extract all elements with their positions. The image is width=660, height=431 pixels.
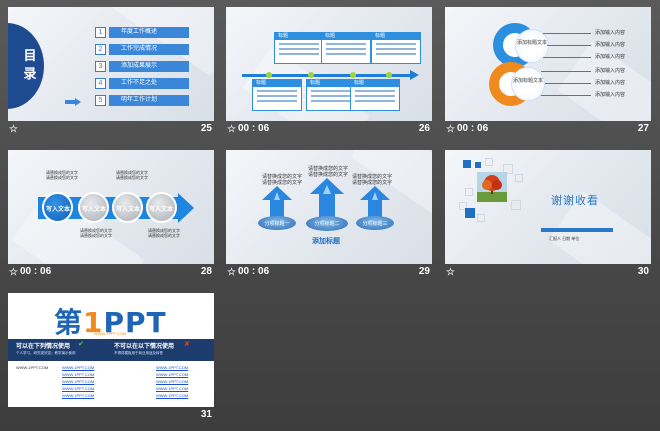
callout-text: 添加输入内容 bbox=[595, 42, 626, 48]
process-label: 写入文本 bbox=[46, 207, 71, 213]
link[interactable]: WWW.1PPT.COM bbox=[156, 372, 189, 377]
link[interactable]: WWW.1PPT.COM bbox=[62, 365, 95, 370]
timeline-card: 标题 bbox=[306, 79, 356, 111]
process-note: 请替换成您的文字请替换成您的文字 bbox=[116, 170, 148, 180]
timeline-line bbox=[242, 74, 412, 77]
slide-preview: 第1PPT WWW.1PPT.COM 可以在下列情况使用 ✔ 不可以在以下情况使… bbox=[8, 293, 214, 407]
pillar-note: 请替换成您的文字 bbox=[308, 172, 349, 178]
star-icon[interactable]: ☆ bbox=[446, 267, 455, 278]
star-icon[interactable]: ☆ bbox=[446, 124, 455, 135]
link[interactable]: WWW.1PPT.COM bbox=[156, 393, 189, 398]
timeline-arrowhead bbox=[410, 70, 419, 80]
process-note: 请替换成您的文字请替换成您的文字 bbox=[80, 228, 112, 238]
timeline-card: 标题 bbox=[371, 32, 421, 64]
slide-number: 29 bbox=[418, 266, 430, 277]
process-node bbox=[42, 192, 73, 223]
presenter-info: 汇报人 日期 单位 bbox=[549, 236, 580, 241]
timeline-card: 标题 bbox=[350, 79, 400, 111]
process-label: 写入文本 bbox=[149, 207, 174, 213]
slide-timing: 00 : 06 bbox=[20, 266, 52, 277]
arrow-up-icon bbox=[310, 178, 344, 220]
timeline-dot bbox=[386, 72, 392, 78]
callout-text: 添加输入内容 bbox=[595, 80, 626, 86]
link[interactable]: WWW.1PPT.COM bbox=[62, 386, 95, 391]
process-arrowhead bbox=[178, 193, 194, 223]
thanks-title: 谢谢收看 bbox=[551, 195, 599, 207]
slide-number: 25 bbox=[200, 123, 212, 134]
slide-preview: 标题 标题 标题 标题 标题 标题 bbox=[226, 7, 432, 121]
slide-preview: 谢谢收看 汇报人 日期 单位 bbox=[445, 150, 651, 264]
pillar-note: 请替换成您的文字 bbox=[262, 180, 303, 186]
link[interactable]: WWW.1PPT.COM bbox=[62, 379, 95, 384]
timeline-dot bbox=[308, 72, 314, 78]
star-icon[interactable]: ☆ bbox=[9, 267, 18, 278]
ring-inner-bottom bbox=[511, 67, 545, 101]
pillar-2: 分项标题二 bbox=[306, 178, 348, 232]
arrow-right-icon bbox=[65, 98, 81, 106]
brand-url: WWW.1PPT.COM bbox=[94, 331, 127, 336]
slide-preview: 写入文本 写入文本 写入文本 写入文本 请替换成您的文字请替换成您的文字 请替换… bbox=[8, 150, 214, 264]
cross-icon: ✘ bbox=[184, 341, 190, 348]
process-note: 请替换成您的文字请替换成您的文字 bbox=[46, 170, 78, 180]
link[interactable]: WWW.1PPT.COM bbox=[62, 393, 95, 398]
toc-title: 目录 bbox=[23, 48, 37, 81]
timeline-card: 标题 bbox=[274, 32, 324, 64]
callout-text: 添加输入内容 bbox=[595, 30, 626, 36]
pillar-note: 请替换成您的文字 bbox=[262, 174, 303, 180]
process-node bbox=[78, 192, 109, 223]
slide-timing: 00 : 06 bbox=[238, 266, 270, 277]
process-label: 写入文本 bbox=[82, 207, 107, 213]
arrow-up-icon bbox=[262, 186, 292, 220]
link[interactable]: WWW.1PPT.COM bbox=[62, 372, 95, 377]
link[interactable]: WWW.1PPT.COM bbox=[156, 386, 189, 391]
slide-preview: 请替换成您的文字 请替换成您的文字 请替换成您的文字 请替换成您的文字 请替换成… bbox=[226, 150, 432, 264]
process-node bbox=[112, 192, 143, 223]
slide-number: 28 bbox=[200, 266, 212, 277]
process-label: 写入文本 bbox=[116, 207, 141, 213]
title-underline bbox=[541, 228, 613, 232]
autumn-tree-photo bbox=[477, 172, 507, 202]
slide-number: 30 bbox=[637, 266, 649, 277]
usage-forbidden-heading: 不可以在以下情况使用 bbox=[114, 344, 175, 350]
slide-timing: 00 : 06 bbox=[457, 123, 489, 134]
star-icon[interactable]: ☆ bbox=[227, 267, 236, 278]
slide-title: 添加标题 bbox=[312, 238, 340, 245]
pillar-note: 请替换成您的文字 bbox=[352, 174, 393, 180]
process-node bbox=[146, 192, 177, 223]
slide-number: 27 bbox=[637, 123, 649, 134]
callout-text: 添加输入内容 bbox=[595, 68, 626, 74]
slide-number: 26 bbox=[418, 123, 430, 134]
process-note: 请替换成您的文字请替换成您的文字 bbox=[148, 228, 180, 238]
star-icon[interactable]: ☆ bbox=[227, 124, 236, 135]
check-icon: ✔ bbox=[78, 341, 84, 348]
timeline-card: 标题 bbox=[252, 79, 302, 111]
star-icon[interactable]: ☆ bbox=[9, 124, 18, 135]
link[interactable]: WWW.1PPT.COM bbox=[156, 365, 189, 370]
slide-number: 31 bbox=[200, 409, 212, 420]
arrow-up-icon bbox=[360, 186, 390, 220]
pillar-1: 分项标题一 bbox=[258, 186, 296, 232]
timeline-card: 标题 bbox=[321, 32, 371, 64]
brand-logo: 第1PPT bbox=[54, 306, 167, 339]
pillar-note: 请替换成您的文字 bbox=[352, 180, 393, 186]
slide-timing: 00 : 06 bbox=[238, 123, 270, 134]
pillar-3: 分项标题三 bbox=[356, 186, 394, 232]
timeline-dot bbox=[266, 72, 272, 78]
timeline-dot bbox=[350, 72, 356, 78]
pillar-note: 请替换成您的文字 bbox=[308, 166, 349, 172]
slide-preview: 添加标题文本 添加标题文本 添加输入内容 添加输入内容 添加输入内容 添加输入内… bbox=[445, 7, 651, 121]
link[interactable]: WWW.1PPT.COM bbox=[156, 379, 189, 384]
callout-text: 添加输入内容 bbox=[595, 54, 626, 60]
info-band bbox=[8, 339, 214, 361]
usage-allowed-heading: 可以在下列情况使用 bbox=[16, 344, 71, 350]
callout-text: 添加输入内容 bbox=[595, 92, 626, 98]
